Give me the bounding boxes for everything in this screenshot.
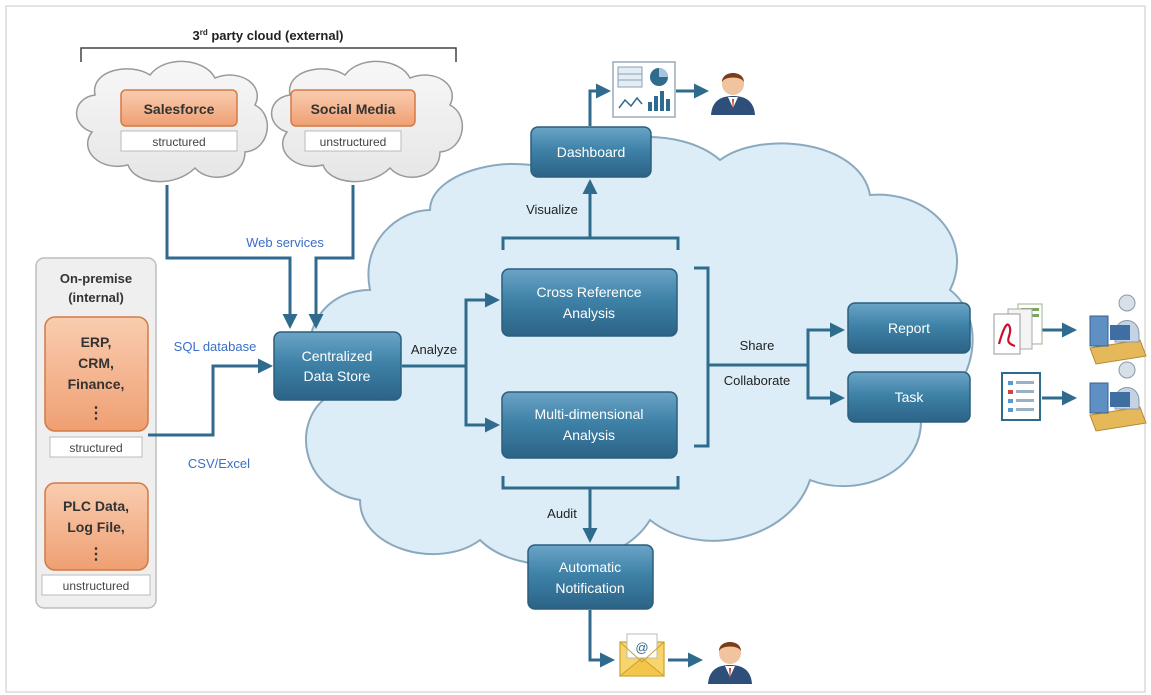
analysis-brackets	[501, 236, 710, 490]
external-cloud-label: 3rd party cloud (external)	[192, 28, 343, 43]
erp-tag-box	[49, 436, 143, 458]
plc-line: PLC Data,	[63, 498, 129, 514]
social-arrow	[308, 185, 355, 329]
checklist-icon	[1001, 372, 1041, 421]
workstation-user-icon	[1089, 361, 1147, 432]
node-cross-reference: Cross Reference Analysis	[501, 268, 678, 337]
plc-tag-box	[41, 574, 151, 596]
connectors	[148, 83, 1077, 668]
audit-label: Audit	[547, 506, 577, 521]
dashboard-label: Dashboard	[557, 144, 626, 160]
on-premise-subtitle: (internal)	[68, 290, 124, 305]
logfile-line: Log File,	[67, 519, 125, 535]
node-report: Report	[847, 302, 971, 354]
erp-ellipsis: ⋮	[88, 405, 104, 422]
visualize-label: Visualize	[526, 202, 578, 217]
task-label: Task	[895, 389, 925, 405]
right-bracket	[694, 266, 710, 448]
erp-group-box	[44, 316, 149, 432]
web-services-label: Web services	[246, 235, 324, 250]
notification-line2: Notification	[555, 580, 624, 596]
crm-line: CRM,	[78, 355, 114, 371]
node-dashboard: Dashboard	[530, 126, 652, 178]
node-multi-dimensional: Multi-dimensional Analysis	[501, 391, 678, 459]
user-icon	[708, 642, 752, 684]
social-media-tag: unstructured	[320, 135, 387, 149]
csv-excel-label: CSV/Excel	[188, 456, 250, 471]
plc-tag: unstructured	[63, 579, 130, 593]
erp-line: ERP,	[81, 334, 112, 350]
salesforce-tag: structured	[152, 135, 205, 149]
workstation-user-icon	[1089, 294, 1147, 365]
top-bracket	[501, 236, 680, 250]
share-arrow-task	[806, 365, 845, 406]
dashboard-chart-icon	[612, 61, 676, 118]
collaborate-label: Collaborate	[724, 373, 791, 388]
salesforce-tag-box	[120, 130, 238, 152]
notification-line1: Automatic	[559, 559, 621, 575]
share-arrow-report	[708, 322, 845, 367]
pdf-document-icon	[993, 303, 1043, 355]
data-store-line1: Centralized	[302, 348, 373, 364]
svg-text:@: @	[635, 640, 648, 655]
bottom-bracket	[501, 476, 680, 490]
on-premise-title: On-premise	[60, 271, 132, 286]
csv-arrow	[148, 358, 273, 437]
social-media-tag-box	[304, 130, 402, 152]
salesforce-box	[120, 89, 238, 127]
analyze-arrow-top	[402, 292, 500, 368]
node-data-store: Centralized Data Store	[273, 331, 402, 401]
plc-group-box	[44, 482, 149, 571]
node-task: Task	[847, 371, 971, 423]
salesforce-arrow	[165, 185, 298, 329]
social-media-title: Social Media	[311, 101, 396, 117]
data-store-line2: Data Store	[304, 368, 371, 384]
analyze-label: Analyze	[411, 342, 457, 357]
user-icon	[711, 73, 755, 115]
finance-line: Finance,	[68, 376, 125, 392]
social-media-box	[290, 89, 416, 127]
report-label: Report	[888, 320, 930, 336]
email-icon: @	[618, 633, 666, 677]
node-notification: Automatic Notification	[527, 544, 654, 610]
analyze-arrow-bottom	[464, 366, 500, 433]
share-label: Share	[740, 338, 775, 353]
external-bracket	[80, 47, 457, 62]
internal-cloud	[305, 136, 974, 566]
multi-dim-line2: Analysis	[563, 427, 615, 443]
multi-dim-line1: Multi-dimensional	[535, 406, 644, 422]
salesforce-title: Salesforce	[144, 101, 215, 117]
cross-ref-line1: Cross Reference	[536, 284, 641, 300]
erp-tag: structured	[69, 441, 122, 455]
cross-ref-line2: Analysis	[563, 305, 615, 321]
dashboard-chart-arrow	[588, 83, 611, 126]
notification-email-arrow	[588, 610, 615, 668]
sql-database-label: SQL database	[174, 339, 257, 354]
plc-ellipsis: ⋮	[88, 546, 104, 563]
